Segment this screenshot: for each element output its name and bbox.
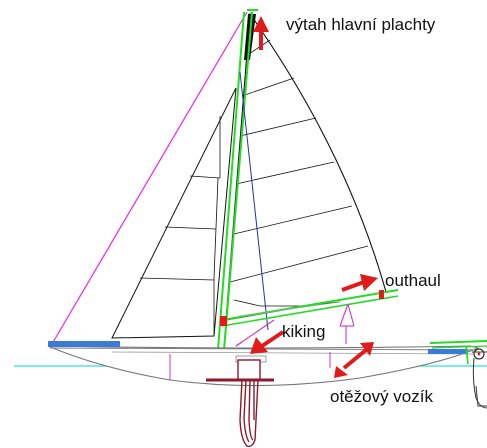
gooseneck xyxy=(220,316,227,326)
mainsheet xyxy=(235,303,355,347)
mast xyxy=(217,9,258,351)
jib-sail xyxy=(111,87,237,339)
kicking-arrow xyxy=(250,330,285,354)
mainsail-batten xyxy=(233,205,353,235)
boom xyxy=(221,289,399,327)
mainsail-batten xyxy=(245,39,271,57)
halyard-arrow xyxy=(253,16,269,50)
label-outhaul: outhaul xyxy=(385,271,441,290)
jib-batten xyxy=(189,175,221,179)
mainsail-batten xyxy=(239,117,317,137)
outhaul-arrow xyxy=(341,274,378,292)
label-halyard: výtah hlavní plachty xyxy=(286,15,436,34)
forestay xyxy=(51,11,248,345)
deck-blue-bow xyxy=(48,341,120,347)
deck-blue-stern xyxy=(428,349,468,354)
jib-batten xyxy=(139,277,215,281)
mainsail-batten xyxy=(229,245,369,283)
traveller-bracket xyxy=(475,385,487,407)
mainsail xyxy=(225,12,387,321)
mainsail-batten xyxy=(241,77,295,97)
outhaul-block xyxy=(379,290,384,299)
rudder xyxy=(472,351,487,409)
label-kicking: kiking xyxy=(282,322,325,341)
centreboard xyxy=(206,359,274,448)
jib-batten xyxy=(164,226,217,230)
mainsail-batten xyxy=(235,161,335,185)
label-traveller: otěžový vozík xyxy=(330,387,433,406)
traveller-arrow xyxy=(334,342,374,378)
shroud xyxy=(239,71,269,331)
